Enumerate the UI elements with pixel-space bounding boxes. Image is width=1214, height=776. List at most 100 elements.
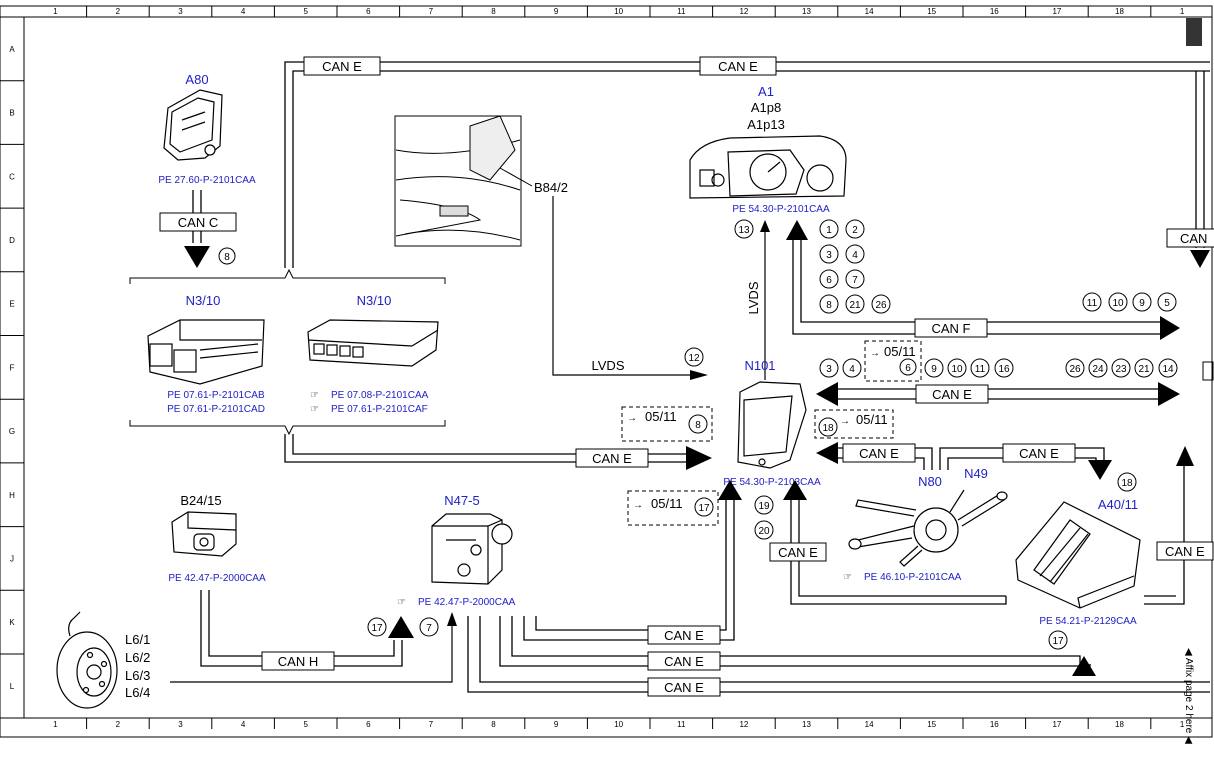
- can-e-box-3: [575, 448, 649, 468]
- note-date-d: 05/11: [651, 496, 683, 511]
- circle-18-a40-text: 18: [1121, 478, 1133, 489]
- grid-column-label: 18: [1115, 7, 1124, 16]
- can-c-box: [159, 212, 237, 232]
- grid-column-label: 5: [303, 720, 308, 729]
- pin-circle: [842, 358, 862, 378]
- pin-circle-number: 1: [826, 225, 832, 236]
- a40-11-name: A40/11: [1098, 497, 1138, 512]
- grid-frame: [0, 5, 1213, 738]
- can-e-middle-line: [836, 388, 1160, 400]
- can-f-label: CAN F: [932, 321, 971, 336]
- circle-7: [419, 617, 439, 637]
- can-e-box-9: [647, 651, 721, 671]
- can-h-box: [261, 651, 335, 671]
- b24-15-ref: PE 42.47-P-2000CAA: [168, 573, 266, 584]
- grid-column-label: 14: [865, 720, 874, 729]
- circle-13: [734, 219, 754, 239]
- can-e-box-right: [1156, 541, 1214, 561]
- n3-10-right-name: N3/10: [357, 293, 392, 308]
- circle-17-a40-text: 17: [1052, 636, 1064, 647]
- can-e-label-2: CAN E: [718, 59, 758, 74]
- affix-note: ◀ Affix page 2 here ◀: [1183, 648, 1194, 744]
- circle-17-n47-text: 17: [371, 623, 383, 634]
- can-e-label-8: CAN E: [664, 628, 704, 643]
- l6-2-label: L6/2: [125, 650, 150, 665]
- can-e-label-3: CAN E: [592, 451, 632, 466]
- lvds-arrow-b84: [690, 370, 708, 380]
- can-e-mid-arrow-right: [1158, 382, 1180, 406]
- pin-circle: [1088, 358, 1108, 378]
- n80-ref: PE 46.10-P-2101CAA: [864, 572, 962, 583]
- grid-column-label: 15: [927, 7, 936, 16]
- pin-circle-number: 21: [1138, 364, 1150, 375]
- pin-circle-number: 23: [1115, 364, 1127, 375]
- note-date-c: 05/11: [856, 412, 888, 427]
- b84-2-leader: [499, 167, 533, 187]
- pin-circle-number: 21: [849, 300, 861, 311]
- grid-column-label: 6: [366, 720, 371, 729]
- pin-circle: [1065, 358, 1085, 378]
- note-date-b: 05/11: [645, 409, 677, 424]
- a80-module-image: [163, 89, 223, 161]
- can-e-box-8: [647, 625, 721, 645]
- grid-column-label: 12: [739, 720, 748, 729]
- arrow-right-up: [1176, 446, 1194, 466]
- note-arrow-b: →: [627, 413, 637, 424]
- pin-circle-number: 11: [1087, 298, 1098, 309]
- n47-5-ref: PE 42.47-P-2000CAA: [418, 597, 516, 608]
- pin-circle: [819, 358, 839, 378]
- circle-12-text: 12: [688, 353, 700, 364]
- circle-18-text: 18: [822, 423, 834, 434]
- circle-17-dash-text: 17: [698, 503, 710, 514]
- pin-circle-number: 5: [1164, 298, 1170, 309]
- circle-6: [899, 358, 917, 376]
- pin-circle-number: 4: [852, 250, 858, 261]
- n3-10-right-module-image: [307, 319, 439, 367]
- can-e-box-7: [769, 542, 827, 562]
- grid-column-label: 9: [554, 7, 559, 16]
- can-f-arrow-up: [786, 220, 808, 240]
- pin-circle: [871, 294, 891, 314]
- pin-circle: [1134, 358, 1154, 378]
- grid-column-label: 11: [677, 7, 686, 16]
- a40-11-ref: PE 54.21-P-2129CAA: [1039, 616, 1137, 627]
- grid-row-label: C: [9, 172, 15, 181]
- circle-18-a40: [1117, 472, 1137, 492]
- pin-circle: [1132, 292, 1152, 312]
- can-e-label-9: CAN E: [664, 654, 704, 669]
- circle-12: [684, 347, 704, 367]
- grid-column-label: 16: [990, 7, 999, 16]
- grid-column-label: 4: [241, 720, 246, 729]
- pin-circle: [1111, 358, 1131, 378]
- note-arrow-a: →: [870, 348, 880, 359]
- lvds-line-b84: [552, 196, 690, 376]
- l6-4-label: L6/4: [125, 685, 150, 700]
- pin-circle: [1082, 292, 1102, 312]
- can-e-box-4: [915, 384, 989, 404]
- can-f-box: [914, 318, 988, 338]
- can-c-arrow: [184, 246, 210, 268]
- n101-module-image: [737, 381, 807, 469]
- arrow-to-n101-1: [686, 446, 712, 470]
- pin-circle-number: 24: [1092, 364, 1104, 375]
- a80-name: A80: [185, 72, 208, 87]
- arrow-up-a40: [1072, 656, 1096, 676]
- a40-11-module-image: [1015, 501, 1141, 609]
- pin-circle: [819, 219, 839, 239]
- n3-10-left-module-image: [147, 319, 265, 385]
- arrow-to-n101-2: [816, 442, 838, 464]
- b84-2-name: B84/2: [534, 180, 568, 195]
- can-e-label-10: CAN E: [664, 680, 704, 695]
- a80-ref: PE 27.60-P-2101CAA: [158, 175, 256, 186]
- dash-box-05-11-b: [621, 406, 713, 442]
- circle-19: [754, 495, 774, 515]
- circle-20: [754, 520, 774, 540]
- b84-2-photo: [395, 115, 521, 241]
- can-e-box-6: [1002, 443, 1076, 463]
- grid-column-label: 3: [178, 720, 183, 729]
- n49-name: N49: [964, 466, 988, 481]
